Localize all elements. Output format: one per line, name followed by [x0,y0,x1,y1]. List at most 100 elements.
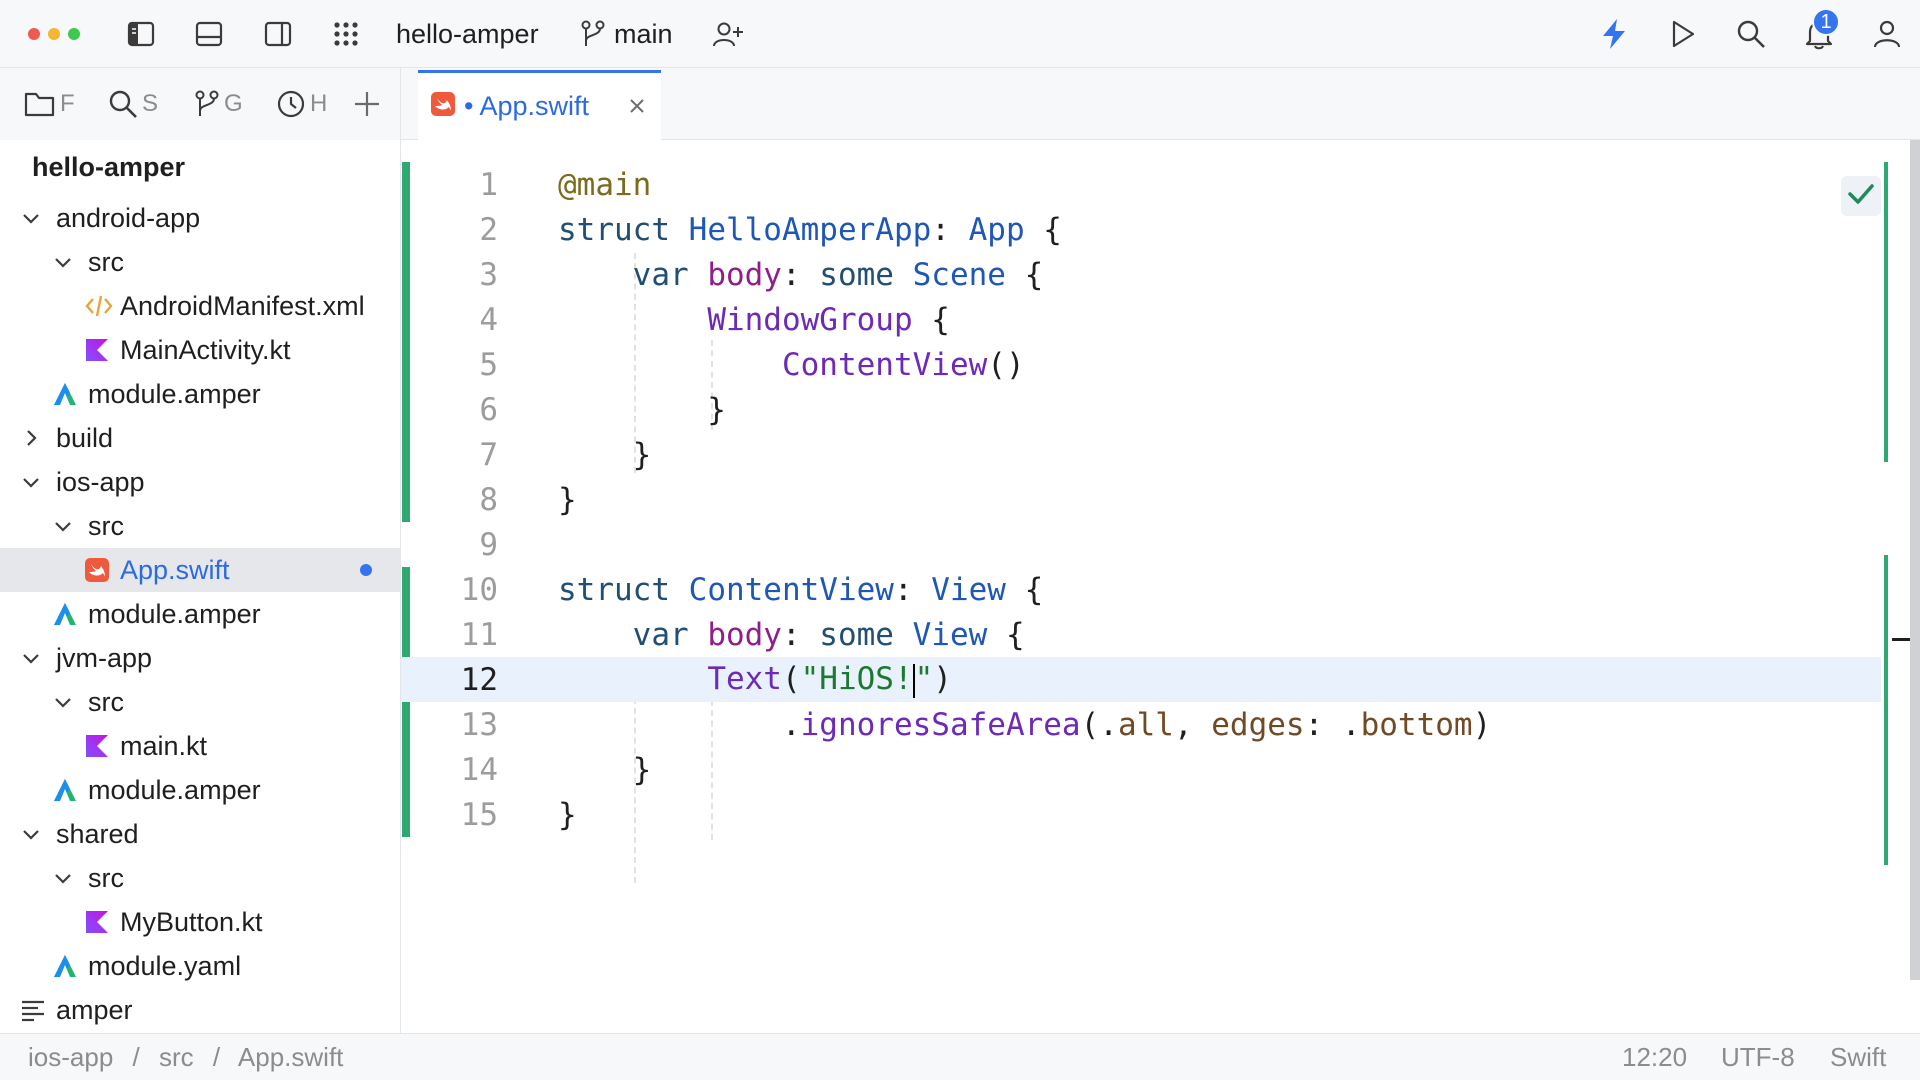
line-number[interactable]: 14 [460,751,498,788]
branch-selector[interactable]: main [580,0,673,68]
code-line[interactable]: 1 @main [401,162,1881,207]
chevron-down-icon[interactable] [20,647,42,669]
line-number[interactable]: 2 [479,211,498,248]
tree-item[interactable]: shared [0,812,400,856]
tool-tab-files[interactable]: F [24,86,75,122]
code-line[interactable]: 11 var body: some View { [401,612,1881,657]
tree-item[interactable]: src [0,680,400,724]
tree-item[interactable]: jvm-app [0,636,400,680]
breadcrumb-separator: / [132,1042,140,1072]
vertical-scrollbar[interactable] [1910,140,1920,980]
line-number[interactable]: 6 [479,391,498,428]
code-token: () [987,346,1025,383]
chevron-down-icon[interactable] [52,691,74,713]
code-text: @main [558,167,651,203]
amper-file-icon [52,777,78,803]
file-language[interactable]: Swift [1830,1042,1887,1072]
code-line[interactable]: 3 var body: some Scene { [401,252,1881,297]
notifications-icon[interactable]: 1 [1804,0,1840,68]
tree-item[interactable]: src [0,240,400,284]
code-text: } [558,437,652,473]
tree-item[interactable]: module.amper [0,768,400,812]
code-line[interactable]: 12 Text("HiOS!") [401,657,1881,702]
tree-item[interactable]: module.amper [0,372,400,416]
code-text: ContentView() [558,347,1025,383]
file-encoding[interactable]: UTF-8 [1721,1042,1795,1072]
chevron-down-icon[interactable] [52,251,74,273]
line-number[interactable]: 12 [460,661,498,698]
code-line[interactable]: 8} [401,477,1881,522]
tree-item[interactable]: module.yaml [0,944,400,988]
code-line[interactable]: 5 ContentView() [401,342,1881,387]
tree-item[interactable]: build [0,416,400,460]
maximize-window-button[interactable] [68,28,80,40]
code-line[interactable]: 13 .ignoresSafeArea(.all, edges: .bottom… [401,702,1881,747]
tool-tab-history[interactable]: H [276,86,327,122]
left-panel-icon[interactable] [126,0,156,68]
line-number[interactable]: 5 [479,346,498,383]
chevron-down-icon[interactable] [20,207,42,229]
code-line[interactable]: 4 WindowGroup { [401,297,1881,342]
minimize-window-button[interactable] [48,28,60,40]
tool-tab-git[interactable]: G [194,86,243,122]
code-line[interactable]: 6 } [401,387,1881,432]
tool-tab-search[interactable]: S [108,86,158,122]
chevron-down-icon[interactable] [52,867,74,889]
chevron-down-icon[interactable] [52,515,74,537]
search-icon[interactable] [1736,0,1766,68]
breadcrumb-item[interactable]: ios-app [28,1042,114,1072]
chevron-right-icon[interactable] [20,427,42,449]
tree-item[interactable]: MainActivity.kt [0,328,400,372]
bottom-panel-icon[interactable] [194,0,224,68]
breadcrumb-item[interactable]: App.swift [237,1042,344,1072]
code-line[interactable]: 15} [401,792,1881,837]
editor-tab-app-swift[interactable]: • App.swift [418,70,661,140]
vcs-change-marker[interactable] [402,162,410,522]
folder-icon [24,90,56,118]
apps-grid-icon[interactable] [331,0,361,68]
account-icon[interactable] [1872,0,1902,68]
run-icon[interactable] [1669,0,1697,68]
line-number[interactable]: 8 [479,481,498,518]
tree-item[interactable]: src [0,504,400,548]
line-number[interactable]: 4 [479,301,498,338]
line-number[interactable]: 15 [460,796,498,833]
right-panel-icon[interactable] [263,0,293,68]
line-number[interactable]: 10 [460,571,498,608]
line-number[interactable]: 7 [479,436,498,473]
breadcrumb-item[interactable]: src [158,1042,194,1072]
project-selector[interactable]: hello-amper [396,0,539,68]
tree-item[interactable]: main.kt [0,724,400,768]
line-number[interactable]: 11 [460,616,498,653]
tree-item[interactable]: App.swift [0,548,400,592]
chevron-down-icon[interactable] [20,471,42,493]
line-number[interactable]: 13 [460,706,498,743]
close-window-button[interactable] [28,28,40,40]
code-token: all [1117,706,1174,743]
line-number[interactable]: 3 [479,256,498,293]
cursor-position[interactable]: 12:20 [1622,1042,1688,1072]
tree-item[interactable]: amper [0,988,400,1032]
tree-item[interactable]: module.amper [0,592,400,636]
code-line[interactable]: 9 [401,522,1881,567]
tree-item[interactable]: android-app [0,196,400,240]
code-token: struct [558,571,689,608]
code-line[interactable]: 14 } [401,747,1881,792]
tree-item[interactable]: AndroidManifest.xml [0,284,400,328]
line-number[interactable]: 9 [479,526,498,563]
code-line[interactable]: 7 } [401,432,1881,477]
tree-item[interactable]: src [0,856,400,900]
close-tab-icon[interactable] [626,95,648,122]
tree-item[interactable]: ios-app [0,460,400,504]
line-number[interactable]: 1 [479,166,498,203]
chevron-down-icon[interactable] [20,823,42,845]
vcs-change-marker[interactable] [402,567,410,837]
add-user-icon[interactable] [712,0,744,68]
add-tool-tab-button[interactable] [352,86,382,122]
lightning-icon[interactable] [1600,0,1628,68]
inspection-status[interactable] [1841,176,1881,216]
tree-item[interactable]: MyButton.kt [0,900,400,944]
